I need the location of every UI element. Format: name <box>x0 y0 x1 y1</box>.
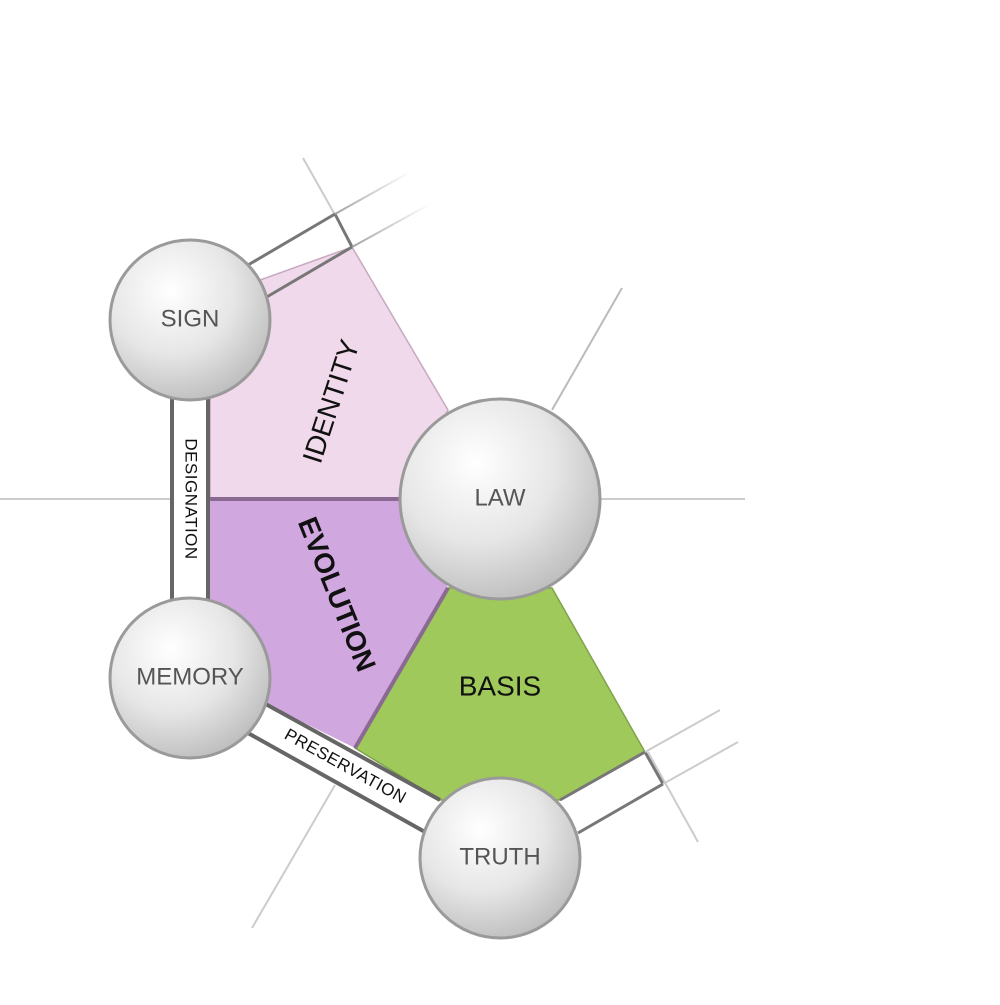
band-preservation-lower-edge <box>247 731 426 834</box>
band-sign-edge-1 <box>247 212 336 267</box>
band-truth-cap <box>643 751 665 785</box>
node-law-label: LAW <box>474 484 525 511</box>
band-truth-tail-1 <box>644 709 721 753</box>
node-law[interactable]: LAW <box>398 397 602 601</box>
guide-line-law-up <box>551 287 623 411</box>
node-sign-circle[interactable] <box>108 238 272 402</box>
node-truth-label: TRUTH <box>459 843 540 870</box>
node-sign-label: SIGN <box>161 305 220 332</box>
band-preservation-upper-edge <box>261 700 441 802</box>
node-memory-circle[interactable] <box>108 596 272 760</box>
divider-evolution-basis <box>353 586 450 750</box>
bands <box>170 171 739 835</box>
region-label-basis: BASIS <box>459 670 541 701</box>
band-truth-edge-2 <box>577 782 664 835</box>
guide-line-bottom-left <box>251 784 336 929</box>
node-memory-label: MEMORY <box>136 663 244 690</box>
nodes: SIGN LAW MEMORY TRUTH <box>108 238 602 940</box>
band-sign-edge-2 <box>264 245 353 300</box>
band-label-designation: DESIGNATION <box>182 438 201 559</box>
guide-line-bottom-right <box>647 751 699 843</box>
node-memory[interactable]: MEMORY <box>108 596 272 760</box>
band-truth-edge-1 <box>559 750 646 802</box>
band-sign-cap <box>333 213 354 248</box>
node-sign[interactable]: SIGN <box>108 238 272 402</box>
node-law-circle[interactable] <box>398 397 602 601</box>
node-truth[interactable]: TRUTH <box>418 776 582 940</box>
band-sign-tail-1 <box>334 171 411 215</box>
band-sign-tail-2 <box>351 203 431 248</box>
band-truth-tail-2 <box>662 741 739 785</box>
node-truth-circle[interactable] <box>418 776 582 940</box>
